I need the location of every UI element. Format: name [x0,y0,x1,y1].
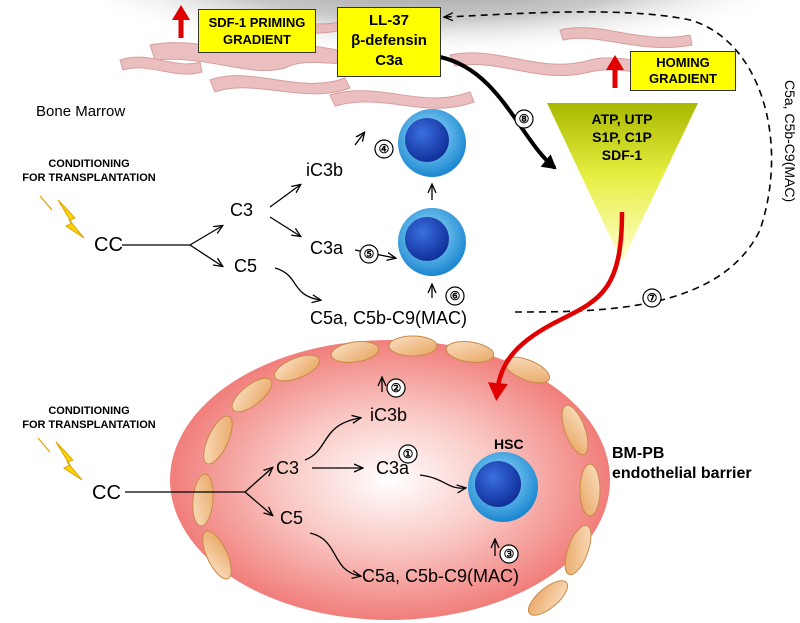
step-6: ⑥ [450,289,461,303]
sdf-priming-box: SDF-1 PRIMING GRADIENT [198,9,316,53]
cell-middle [398,208,466,276]
beta-defensin-label: β-defensin [351,32,427,49]
endothelial-cells [192,335,601,616]
step-8: ⑧ [519,112,530,126]
vertical-c5a-label: C5a, C5b-C9(MAC) [782,80,798,202]
lightning-icon [39,195,85,239]
sdf1-label: SDF-1 [601,147,643,163]
barrier-label: BM-PB endothelial barrier [612,444,752,484]
c3a-top-label: C3a [310,238,344,258]
step-7: ⑦ [647,291,658,305]
step-1: ① [403,447,414,461]
ll37-box: LL-37 β-defensin C3a [337,7,441,77]
conditioning-top-label: CONDITIONING FOR TRANSPLANTATION [14,157,164,185]
arrow-8 [439,55,557,170]
sdf-priming-label: SDF-1 PRIMING GRADIENT [208,15,306,47]
step-5: ⑤ [364,247,375,261]
c5-bottom-label: C5 [280,508,304,528]
c3-top-label: C3 [230,200,254,220]
triangle-text: ATP, UTP S1P, C1P SDF-1 [572,110,672,164]
step-3: ③ [504,547,515,561]
homing-label: HOMING [656,55,710,70]
c3a-bottom-label: C3a [376,458,410,478]
bottom-pathway-arrows [125,378,495,576]
ic3b-top-label: iC3b [306,160,344,180]
conditioning-bottom-label: CONDITIONING FOR TRANSPLANTATION [14,404,164,432]
step-2: ② [391,381,402,395]
homing-gradient-box: HOMING GRADIENT [630,51,736,91]
bone-marrow-label: Bone Marrow [36,103,126,120]
barrier-line2: endothelial barrier [612,465,752,482]
homing-gradient-triangle [547,103,698,262]
step-circles [359,109,662,564]
c5a-bottom-label: C5a, C5b-C9(MAC) [362,566,520,586]
barrier-line1: BM-PB [612,445,665,462]
s1p-c1p-label: S1P, C1P [592,129,652,145]
up-arrow-icon [606,55,624,88]
conditioning-top-line1: CONDITIONING [48,158,130,170]
c5a-top-label: C5a, C5b-C9(MAC) [310,308,468,328]
conditioning-bottom-line1: CONDITIONING [48,405,130,417]
cell-top [398,109,466,177]
hsc-cell [468,452,538,522]
ic3b-bottom-label: iC3b [370,405,408,425]
atp-utp-label: ATP, UTP [591,111,653,127]
c5-top-label: C5 [234,256,258,276]
up-arrow-icon [172,5,190,38]
gradient-label: GRADIENT [649,71,717,86]
lightning-icon [37,437,83,481]
ll37-label: LL-37 [368,12,409,29]
cc-bottom-label: CC [92,482,121,504]
step-4: ④ [379,142,390,156]
conditioning-bottom-line2: FOR TRANSPLANTATION [22,419,156,431]
cc-top-label: CC [94,234,123,256]
hsc-label: HSC [494,436,524,452]
conditioning-top-line2: FOR TRANSPLANTATION [22,172,156,184]
c3-bottom-label: C3 [276,458,300,478]
c3a-box-label: C3a [375,52,403,69]
red-homing-arrow [487,211,625,401]
bm-pb-compartment [170,340,610,620]
